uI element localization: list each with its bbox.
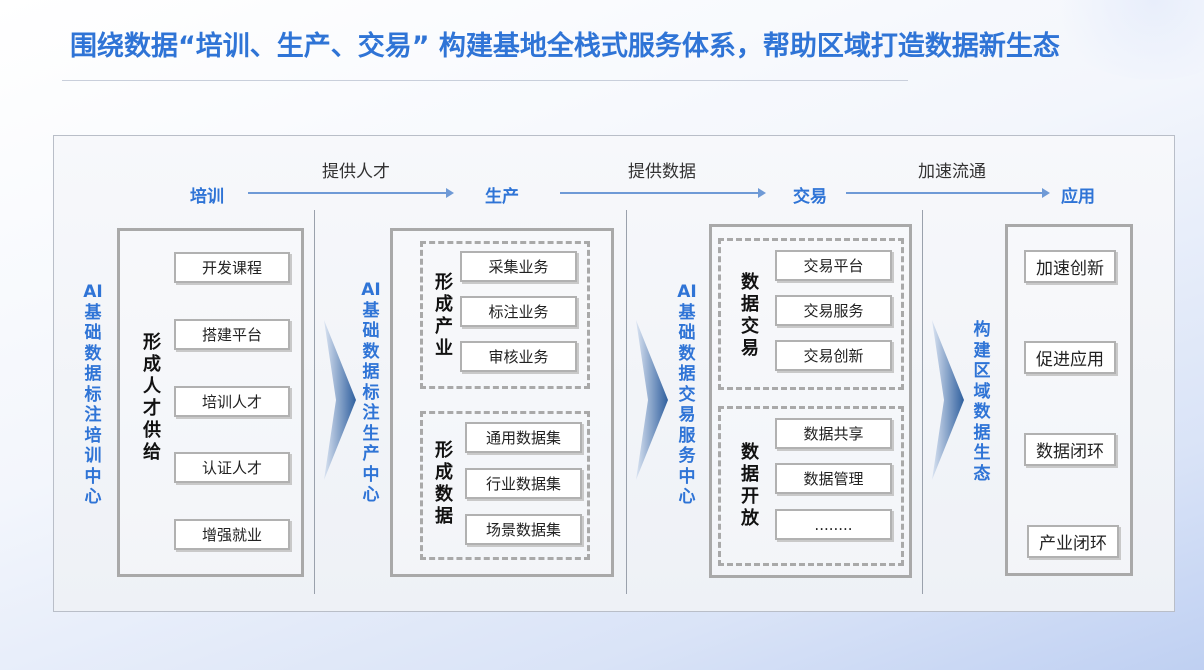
open-item: ........: [775, 509, 892, 540]
trade-center-label: AI 基 础 数 据 交 易 服 务 中 心: [677, 282, 697, 507]
chevron-arrow-icon: [636, 320, 668, 480]
application-item: 产业闭环: [1027, 525, 1119, 558]
exchange-item: 交易服务: [775, 295, 892, 326]
data-group-label: 形 成 数 据: [435, 440, 453, 527]
training-item: 认证人才: [174, 452, 290, 483]
industry-group: [420, 241, 590, 389]
open-group-label: 数 据 开 放: [741, 442, 759, 529]
training-group-label: 形 成 人 才 供 给: [143, 332, 161, 463]
column-divider-3: [922, 210, 923, 594]
application-item: 促进应用: [1024, 341, 1116, 374]
exchange-item: 交易平台: [775, 250, 892, 281]
flow-arrow-3: [846, 188, 1050, 198]
data-item: 通用数据集: [465, 422, 582, 453]
exchange-group-label: 数 据 交 易: [741, 272, 759, 359]
application-item: 加速创新: [1024, 250, 1116, 283]
column-divider-2: [626, 210, 627, 594]
open-item: 数据管理: [775, 463, 892, 494]
ecosystem-label: 构 建 区 域 数 据 生 态: [973, 320, 991, 484]
stage-production: 生产: [485, 187, 519, 207]
page-title: 围绕数据“培训、生产、交易” 构建基地全栈式服务体系，帮助区域打造数据新生态: [70, 31, 1060, 62]
training-center-label: AI 基 础 数 据 标 注 培 训 中 心: [83, 282, 103, 507]
application-item: 数据闭环: [1024, 433, 1116, 466]
training-item: 增强就业: [174, 519, 290, 550]
stage-application: 应用: [1061, 187, 1095, 207]
exchange-item: 交易创新: [775, 340, 892, 371]
chevron-arrow-icon: [324, 320, 356, 480]
data-group: [420, 411, 590, 560]
flow-arrow-1: [248, 188, 454, 198]
open-group: [718, 406, 904, 566]
industry-item: 标注业务: [460, 296, 577, 327]
exchange-group: [718, 238, 904, 390]
flow-label-data: 提供数据: [628, 162, 696, 182]
production-center-label: AI 基 础 数 据 标 注 生 产 中 心: [361, 280, 381, 505]
training-item: 培训人才: [174, 386, 290, 417]
open-item: 数据共享: [775, 418, 892, 449]
industry-item: 审核业务: [460, 341, 577, 372]
stage-trade: 交易: [793, 187, 827, 207]
training-item: 开发课程: [174, 252, 290, 283]
training-item: 搭建平台: [174, 319, 290, 350]
industry-group-label: 形 成 产 业: [435, 272, 453, 359]
title-divider: [62, 80, 908, 81]
stage-training: 培训: [190, 187, 224, 207]
data-item: 场景数据集: [465, 514, 582, 545]
chevron-arrow-icon: [932, 320, 964, 480]
flow-label-circulation: 加速流通: [918, 162, 986, 182]
flow-arrow-2: [560, 188, 766, 198]
column-divider-1: [314, 210, 315, 594]
industry-item: 采集业务: [460, 251, 577, 282]
data-item: 行业数据集: [465, 468, 582, 499]
flow-label-talent: 提供人才: [322, 162, 390, 182]
